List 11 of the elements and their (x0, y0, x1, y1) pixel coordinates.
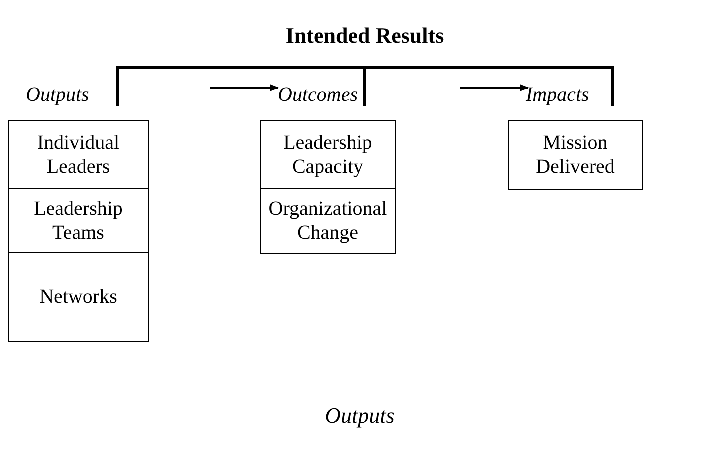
column-heading: Outcomes (278, 83, 358, 108)
column-heading: Impacts (526, 83, 590, 108)
result-box: Individual Leaders (8, 120, 149, 190)
diagram-title: Intended Results (284, 22, 446, 50)
caption: Outputs (324, 402, 396, 430)
column-heading: Outputs (26, 83, 90, 108)
result-box: Organizational Change (260, 188, 396, 254)
result-box: Networks (8, 252, 149, 342)
result-box: Mission Delivered (508, 120, 643, 190)
result-box: Leadership Teams (8, 188, 149, 254)
result-box: Leadership Capacity (260, 120, 396, 190)
